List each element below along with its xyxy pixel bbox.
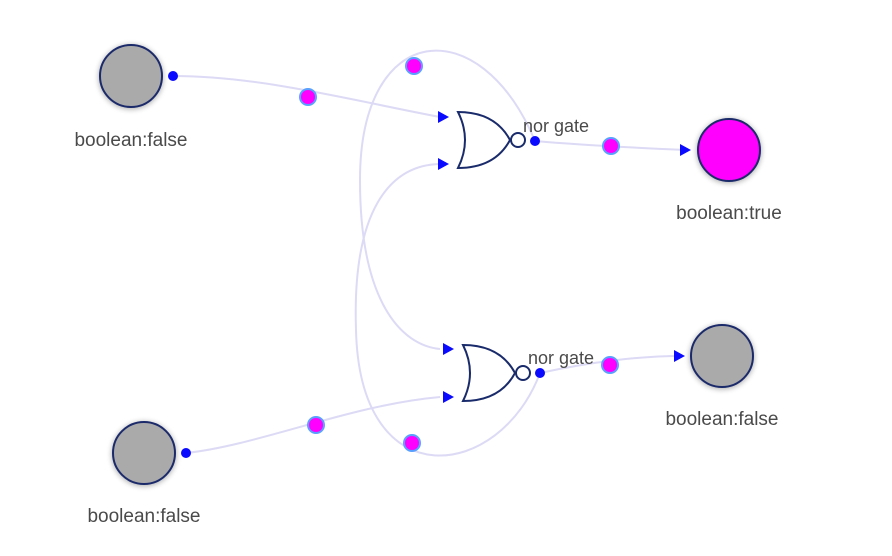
output-port[interactable]: [168, 71, 178, 81]
input-bottom-label: boolean:false: [87, 506, 200, 527]
nor-gate-top[interactable]: nor gate: [438, 110, 589, 170]
output-port[interactable]: [530, 136, 540, 146]
boolean-node[interactable]: [697, 118, 761, 182]
nor-gate-icon: [456, 110, 512, 170]
inverter-bubble: [510, 132, 526, 148]
output-port[interactable]: [535, 368, 545, 378]
inverter-bubble: [515, 365, 531, 381]
input-top-label: boolean:false: [74, 130, 187, 151]
nor-gate-bottom[interactable]: nor gate: [443, 343, 594, 403]
output-node-bottom[interactable]: boolean:false: [665, 324, 779, 430]
gate-bottom-label: nor gate: [528, 348, 594, 368]
input-port-arrow[interactable]: [680, 144, 691, 156]
boolean-node[interactable]: [99, 44, 163, 108]
nor-gate-icon: [461, 343, 517, 403]
wire-feedback-bottom-out-to-top-in[interactable]: [354, 163, 541, 457]
wire-handle[interactable]: [601, 356, 619, 374]
boolean-node[interactable]: [690, 324, 754, 388]
wire-handle[interactable]: [307, 416, 325, 434]
input-node-top[interactable]: boolean:false: [74, 44, 188, 151]
output-top-label: boolean:true: [676, 203, 782, 224]
output-port[interactable]: [181, 448, 191, 458]
output-bottom-label: boolean:false: [665, 409, 778, 430]
wire-handle[interactable]: [403, 434, 421, 452]
wire-handle[interactable]: [602, 137, 620, 155]
output-node-top[interactable]: boolean:true: [676, 118, 782, 224]
boolean-node[interactable]: [112, 421, 176, 485]
input-port-arrow[interactable]: [443, 343, 454, 355]
input-port-arrow[interactable]: [438, 158, 449, 170]
input-port-arrow[interactable]: [443, 391, 454, 403]
wire-handles: [299, 57, 620, 452]
input-port-arrow[interactable]: [438, 111, 449, 123]
wires: [172, 49, 686, 457]
wire-handle[interactable]: [299, 88, 317, 106]
gate-top-label: nor gate: [523, 116, 589, 136]
wire-handle[interactable]: [405, 57, 423, 75]
input-port-arrow[interactable]: [674, 350, 685, 362]
wire-feedback-top-out-to-bottom-in[interactable]: [358, 49, 536, 350]
input-node-bottom[interactable]: boolean:false: [87, 421, 201, 527]
